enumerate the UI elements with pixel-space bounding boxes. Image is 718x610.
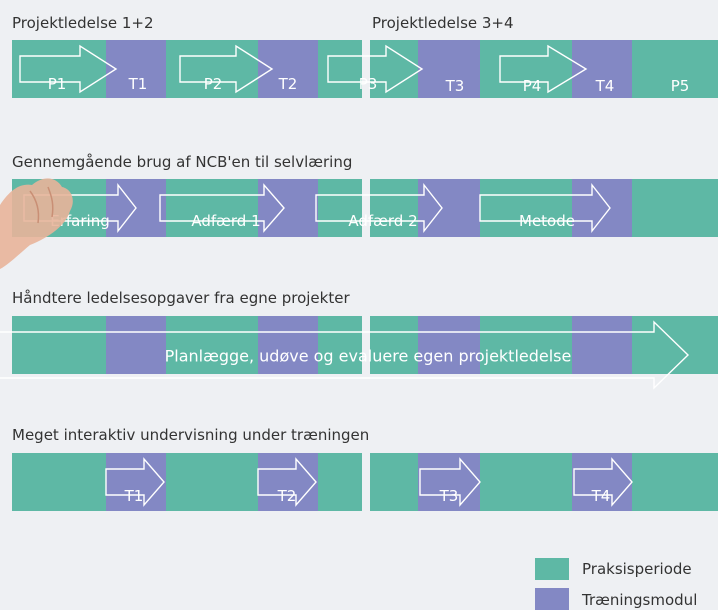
label-t1: T1 (128, 75, 148, 93)
period-p5 (632, 40, 718, 98)
legend-swatch-praksis (535, 558, 569, 580)
band3-seg-10 (632, 316, 718, 374)
heading-interaktiv-undervisning: Meget interaktiv undervisning under træn… (12, 426, 370, 444)
band4-seg-1 (12, 453, 106, 511)
label-planlaegge: Planlægge, udøve og evaluere egen projek… (164, 346, 572, 366)
band2-seg-7 (418, 179, 480, 237)
module-t3 (418, 40, 480, 98)
label-adfaerd-2: Adfærd 2 (348, 212, 418, 230)
legend-label-praksis: Praksisperiode (582, 560, 692, 578)
label-t4: T4 (595, 77, 615, 95)
hand-illustration (0, 178, 73, 269)
label-row4-t3: T3 (439, 487, 459, 505)
legend-swatch-training (535, 588, 569, 610)
legend-label-training: Træningsmodul (582, 591, 698, 609)
label-t3: T3 (445, 77, 465, 95)
band2-seg-9 (572, 179, 632, 237)
label-t2: T2 (278, 75, 298, 93)
band4-seg-6 (370, 453, 418, 511)
heading-ncb-selvlaering: Gennemgående brug af NCB'en til selvlæri… (12, 153, 353, 171)
heading-projektledelse-1-2: Projektledelse 1+2 (12, 14, 154, 32)
band3-seg-2 (106, 316, 166, 374)
band4-seg-5 (318, 453, 362, 511)
label-p4: P4 (522, 77, 542, 95)
label-p1: P1 (47, 75, 67, 93)
band2-seg-2 (106, 179, 166, 237)
label-row4-t4: T4 (591, 487, 611, 505)
band2-seg-4 (258, 179, 318, 237)
label-row4-t2: T2 (277, 487, 297, 505)
band3-seg-1 (12, 316, 106, 374)
band3-seg-9 (572, 316, 632, 374)
band4-seg-3 (166, 453, 258, 511)
label-metode: Metode (519, 212, 575, 230)
label-p2: P2 (203, 75, 223, 93)
band4-seg-10 (632, 453, 718, 511)
label-adfaerd-1: Adfærd 1 (191, 212, 261, 230)
heading-projektledelse-3-4: Projektledelse 3+4 (372, 14, 514, 32)
label-row4-t1: T1 (124, 487, 144, 505)
band2-seg-10 (632, 179, 718, 237)
period-p3a (318, 40, 362, 98)
heading-ledelsesopgaver: Håndtere ledelsesopgaver fra egne projek… (12, 289, 350, 307)
band-row-4 (12, 453, 718, 511)
label-p3: P3 (358, 75, 378, 93)
label-p5: P5 (670, 77, 690, 95)
band4-seg-8 (480, 453, 572, 511)
